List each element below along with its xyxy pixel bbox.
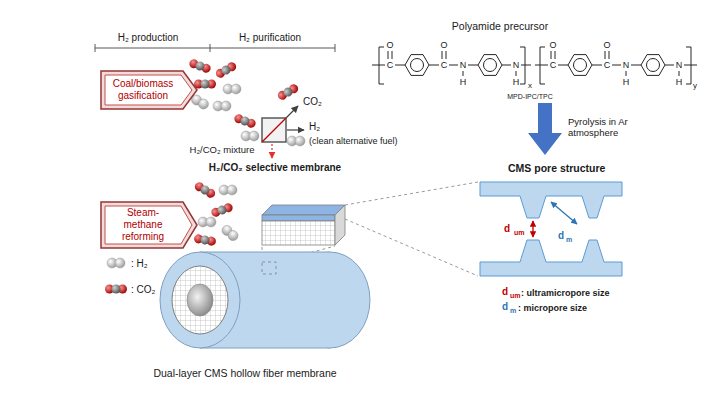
pore-definition: : ultramicropore size [521,288,610,298]
h2-molecule [223,84,241,94]
micropore-arrow [551,202,577,224]
atom-symbol: H [623,77,630,87]
h2-molecule [198,217,216,227]
legend-label: : H₂ [131,258,148,269]
legend-sample [104,255,128,271]
pore-panel: CMS pore structure [476,162,626,280]
stream-label: H₂/CO₂ mixture [190,145,255,156]
node-heading: H₂/CO₂ selective membrane [209,162,341,173]
pore-subscript: um [514,229,525,237]
atom-symbol: C [550,60,557,70]
co2-molecule [194,80,216,89]
h2-molecule [220,223,240,242]
atom-symbol: O [386,40,393,50]
ultramicropore-arrow [532,221,533,237]
membrane-slab [262,205,345,245]
product-label: H₂ [309,121,320,133]
product-note: (clean alternative fuel) [309,136,398,146]
h2-molecule [107,258,125,268]
co2-molecule [193,181,217,200]
chemical-structure [372,47,697,84]
atom-symbol: C [387,60,394,70]
pore-subscript: um [510,292,521,300]
section-heading: H₂ production [118,32,179,44]
co2-molecule [210,202,234,218]
hollow-fiber [160,252,370,348]
co2-molecule [214,61,238,80]
atom-symbol: N [623,60,630,70]
pore-structure [480,182,622,276]
atom-symbol: N [513,60,520,70]
pore-symbol: d [502,301,508,313]
atom-symbol: C [441,60,448,70]
co2-molecule [276,83,300,102]
repeat-index: x [528,81,532,90]
pore-symbol: d [504,223,510,235]
pyrolysis-arrow [528,103,562,155]
co2-molecule [233,113,257,129]
product-label: CO₂ [303,96,322,108]
process-arrow: Steam-methane reforming [100,201,198,249]
pore-definition: : micropore size [518,303,587,313]
atom-symbol: H [460,77,467,87]
pore-symbol: d [502,286,508,298]
repeat-index: y [693,81,697,90]
atom-symbol: H [513,77,520,87]
legend-sample [104,281,128,297]
h2-molecule [287,136,305,146]
atom-symbol: C [604,60,611,70]
atom-symbol: O [603,40,610,50]
h2-molecule [241,131,259,141]
legend-label: : CO₂ [131,284,155,295]
co2-molecule [193,234,216,247]
pore-subscript: m [566,236,572,244]
pore-subscript: m [510,307,516,315]
process-label: Steam-methane reforming [100,201,198,249]
atom-symbol: N [460,60,467,70]
legend-item: : H₂ [104,255,148,271]
structure-title: Polyamide precursor [452,20,548,32]
molecules [188,58,305,246]
atom-symbol: O [549,40,556,50]
atom-symbol: O [440,40,447,50]
atom-symbol: H [676,77,683,87]
process-note: Pyrolysis in Ar atmosphere [568,117,650,139]
polymer-name: MPD-IPC/TPC [507,93,553,101]
node-heading: CMS pore structure [508,162,605,174]
co2-molecule [188,58,212,74]
legend-item: : CO₂ [104,281,155,297]
co2-molecule [105,285,127,294]
process-label: Coal/biomass gasification [100,70,198,108]
process-arrow: Coal/biomass gasification [100,70,198,110]
figure-caption: Dual-layer CMS hollow fiber membrane [153,367,336,379]
pore-symbol: d [558,230,564,242]
section-heading: H₂ purification [239,32,301,44]
atom-symbol: N [676,60,683,70]
h2-molecule [213,101,231,111]
h2-molecule [219,185,237,195]
header-rule [95,44,335,52]
